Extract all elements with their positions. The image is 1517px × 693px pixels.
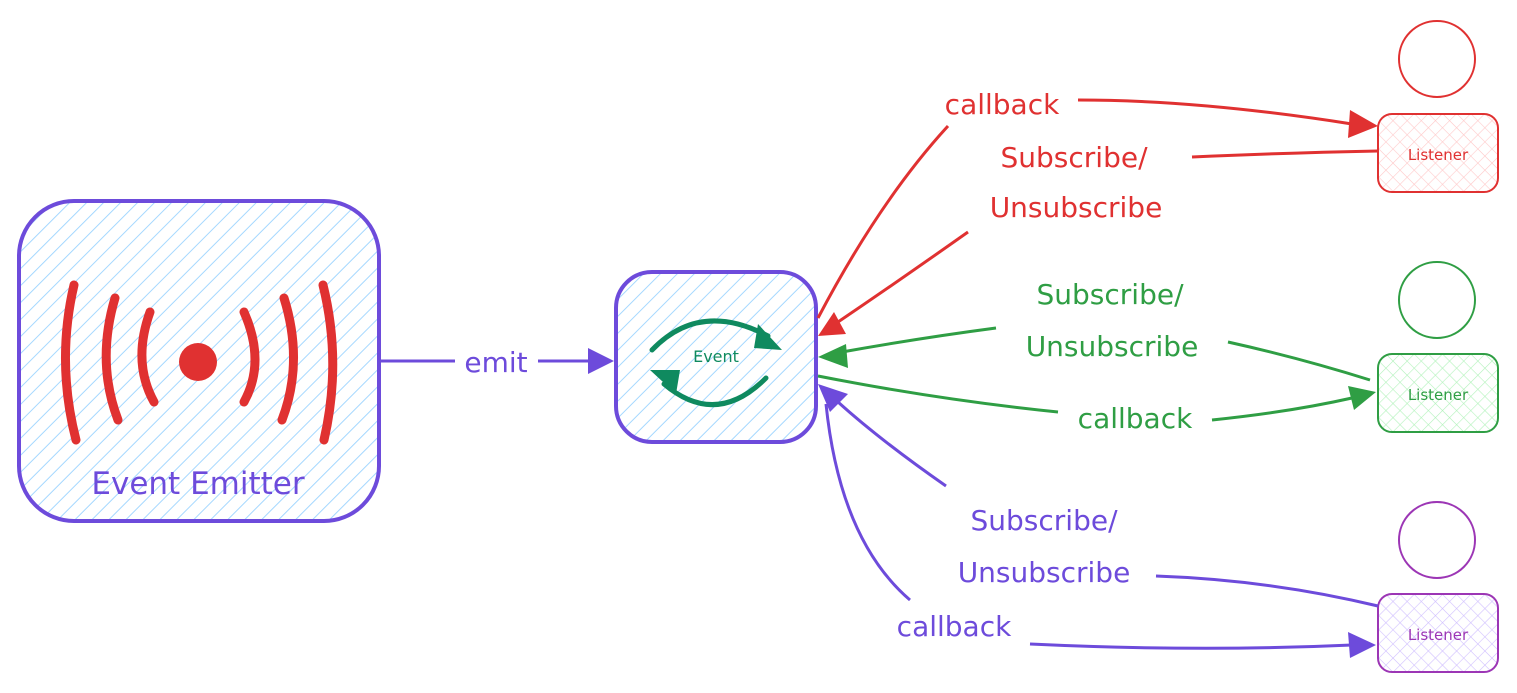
callback-label-green: callback — [1078, 402, 1193, 435]
subscribe-label-red-line2: Unsubscribe — [990, 191, 1163, 224]
listener-label-violet: Listener — [1408, 626, 1469, 644]
listener-red: Listener — [1377, 20, 1499, 193]
event-node: Event — [614, 270, 818, 444]
emit-arrow: emit — [380, 346, 614, 379]
subscribe-label-red-line1: Subscribe/ — [1001, 141, 1149, 174]
callback-label-red: callback — [945, 88, 1060, 121]
listener-head-green — [1398, 261, 1476, 339]
emit-label: emit — [464, 346, 527, 379]
subscribe-arrow-green — [818, 326, 1371, 382]
callback-label-violet: callback — [897, 610, 1012, 643]
subscribe-label-violet-line2: Unsubscribe — [958, 556, 1131, 589]
callback-arrow-green — [817, 374, 1376, 422]
event-label: Event — [693, 347, 739, 366]
listener-box-red — [1377, 113, 1499, 193]
cycle-arrows-icon — [649, 318, 782, 407]
broadcast-icon — [60, 280, 338, 445]
listener-label-green: Listener — [1408, 386, 1469, 404]
subscribe-label-violet-line1: Subscribe/ — [971, 504, 1119, 537]
listener-head-violet — [1398, 501, 1476, 579]
listener-box-violet — [1377, 593, 1499, 673]
listener-box-green — [1377, 353, 1499, 433]
subscribe-arrow-red — [818, 149, 1379, 336]
callback-arrow-red — [816, 98, 1378, 319]
event-emitter-node: Event Emitter — [17, 199, 381, 523]
listener-violet: Listener — [1377, 501, 1499, 673]
listener-label-red: Listener — [1408, 146, 1469, 164]
subscribe-arrow-violet — [818, 384, 1379, 608]
listener-head-red — [1398, 20, 1476, 98]
subscribe-label-green-line1: Subscribe/ — [1037, 278, 1185, 311]
listener-green: Listener — [1377, 261, 1499, 433]
event-emitter-label: Event Emitter — [91, 466, 304, 502]
subscribe-label-green-line2: Unsubscribe — [1026, 330, 1199, 363]
callback-arrow-violet — [824, 403, 1376, 658]
